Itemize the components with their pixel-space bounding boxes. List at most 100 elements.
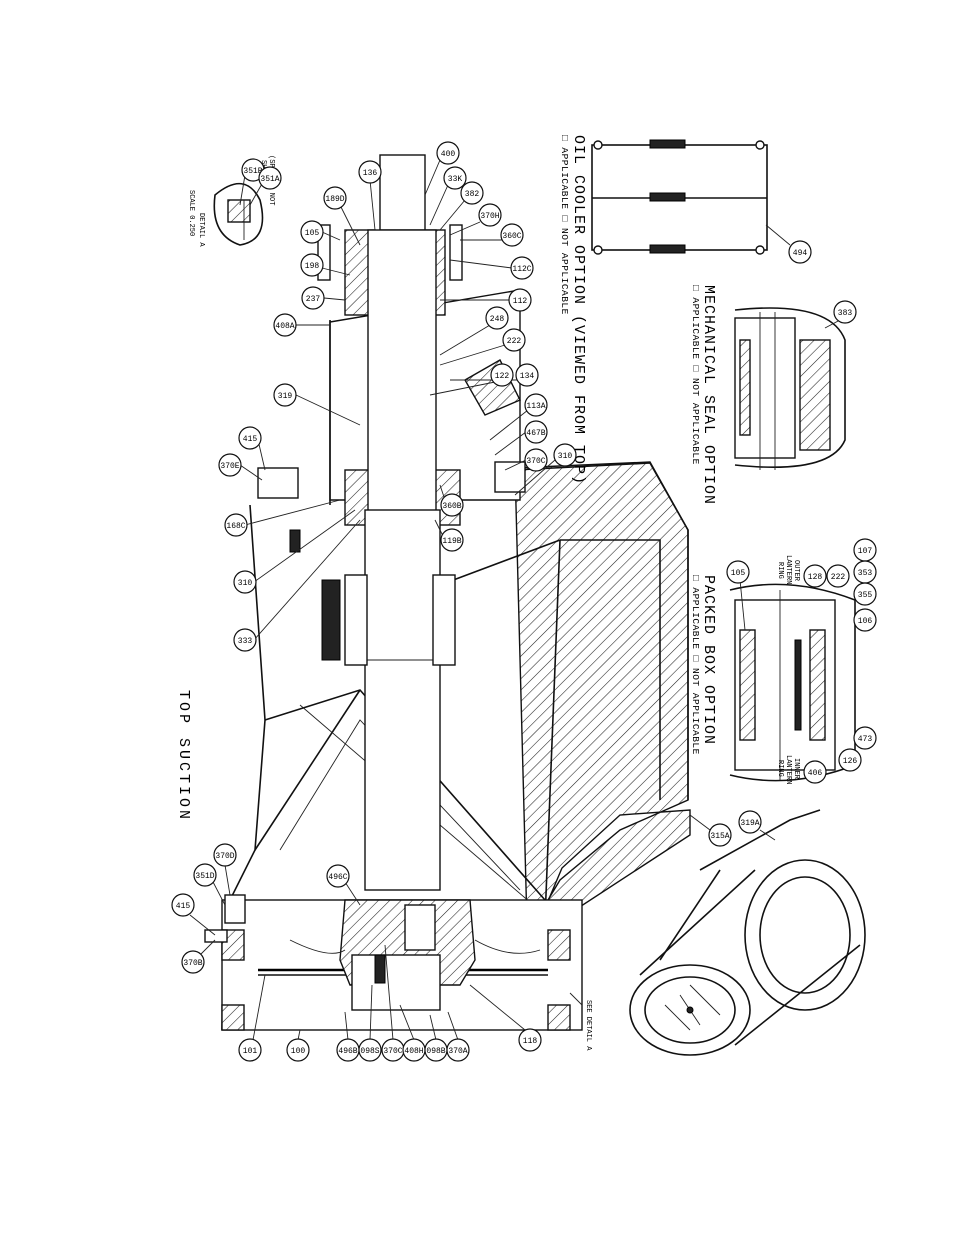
svg-text:119B: 119B: [442, 537, 461, 546]
outer-lantern-label-2: LANTERN: [784, 555, 792, 584]
outer-lantern-label-3: RING: [776, 562, 784, 579]
callout-382: 382: [439, 181, 484, 231]
svg-text:105: 105: [305, 229, 320, 238]
callout-496c: 496C: [326, 864, 361, 906]
callout-119b: 119B: [434, 519, 464, 552]
callout-355: 355: [853, 582, 877, 606]
pump-section-view: [204, 154, 691, 1031]
svg-text:370H: 370H: [480, 212, 499, 221]
shaft-end: [379, 154, 426, 231]
svg-text:136: 136: [363, 169, 378, 178]
callout-112c: 112C: [449, 256, 534, 280]
svg-text:370B: 370B: [183, 959, 202, 968]
svg-text:370D: 370D: [215, 852, 234, 861]
svg-text:370E: 370E: [220, 462, 239, 471]
svg-text:237: 237: [306, 295, 321, 304]
callout-128: 128: [803, 564, 827, 588]
svg-text:360B: 360B: [442, 502, 461, 511]
callout-113a: 113A: [489, 393, 548, 441]
svg-text:315A: 315A: [710, 832, 729, 841]
callout-353: 353: [853, 560, 877, 584]
svg-text:112: 112: [513, 297, 528, 306]
packed-box-choices: □ APPLICABLE □ NOT APPLICABLE: [690, 575, 701, 755]
svg-text:408A: 408A: [275, 322, 294, 331]
svg-text:467B: 467B: [526, 429, 545, 438]
svg-text:370C: 370C: [526, 457, 545, 466]
svg-text:360C: 360C: [502, 232, 521, 241]
svg-text:355: 355: [858, 591, 873, 600]
callout-406: 406: [803, 760, 827, 784]
callout-370d: 370D: [213, 843, 237, 896]
svg-text:098B: 098B: [426, 1047, 445, 1056]
callout-222: 222: [439, 328, 526, 366]
callout-415: 415: [238, 426, 266, 471]
svg-text:370C: 370C: [383, 1047, 402, 1056]
svg-text:222: 222: [507, 337, 522, 346]
mechanical-seal-heading: MECHANICAL SEAL OPTION: [700, 285, 717, 505]
packed-box-option: PACKED BOX OPTION □ APPLICABLE □ NOT APP…: [690, 555, 856, 784]
callout-310-top: 310: [514, 443, 577, 496]
svg-text:134: 134: [520, 372, 535, 381]
svg-text:33K: 33K: [448, 175, 463, 184]
callout-467b: 467B: [494, 420, 548, 456]
callout-360b: 360B: [439, 484, 464, 517]
callout-333: 333: [233, 519, 361, 652]
isometric-pump-view: [629, 809, 866, 1056]
callout-494: 494: [765, 224, 812, 264]
callout-319: 319: [273, 383, 361, 426]
svg-text:118: 118: [523, 1037, 538, 1046]
svg-text:098S: 098S: [360, 1047, 379, 1056]
callout-473: 473: [853, 726, 877, 750]
callout-237: 237: [301, 286, 346, 310]
callout-315a: 315A: [689, 814, 732, 847]
svg-text:351D: 351D: [195, 872, 214, 881]
svg-text:370A: 370A: [448, 1047, 467, 1056]
callout-383: 383: [824, 300, 857, 329]
svg-text:333: 333: [238, 637, 253, 646]
svg-text:189D: 189D: [325, 195, 344, 204]
detail-a-title: DETAIL A: [197, 213, 205, 247]
callout-107: 107: [853, 538, 877, 562]
oil-cooler-heading: OIL COOLER OPTION (VIEWED FROM TOP): [570, 135, 587, 485]
callout-126: 126: [838, 748, 862, 772]
svg-text:351B: 351B: [243, 167, 262, 176]
svg-text:473: 473: [858, 735, 873, 744]
svg-text:496B: 496B: [338, 1047, 357, 1056]
callout-168c: 168C: [224, 499, 341, 537]
callout-400: 400: [424, 141, 460, 196]
svg-text:353: 353: [858, 569, 873, 578]
callout-351b: 351B: [239, 158, 265, 206]
callout-351d: 351D: [193, 863, 226, 906]
svg-text:319: 319: [278, 392, 293, 401]
callout-496b: 496B: [336, 1011, 360, 1062]
callout-101: 101: [238, 974, 266, 1062]
svg-text:415: 415: [243, 435, 258, 444]
mechanical-seal-option: MECHANICAL SEAL OPTION □ APPLICABLE □ NO…: [690, 285, 846, 505]
callout-370b: 370B: [181, 939, 216, 974]
svg-text:113A: 113A: [526, 402, 545, 411]
callout-319a: 319A: [738, 810, 776, 841]
oil-cooler-choices: □ APPLICABLE □ NOT APPLICABLE: [559, 135, 570, 315]
callout-408h: 408H: [399, 1004, 426, 1062]
svg-text:310: 310: [238, 579, 253, 588]
callout-33k: 33K: [429, 166, 467, 226]
svg-text:126: 126: [843, 757, 858, 766]
callout-351a: 351A: [249, 166, 282, 206]
packed-box-heading: PACKED BOX OPTION: [700, 575, 717, 745]
callout-136: 136: [358, 160, 382, 231]
callout-189d: 189D: [323, 186, 361, 246]
callout-408a: 408A: [273, 313, 330, 337]
detail-a-scale: SCALE 0.250: [187, 190, 195, 236]
callout-310: 310: [233, 509, 356, 594]
svg-text:415: 415: [176, 902, 191, 911]
callout-105-main: 105: [300, 220, 341, 244]
svg-text:112C: 112C: [512, 265, 531, 274]
svg-text:310: 310: [558, 452, 573, 461]
svg-text:400: 400: [441, 150, 456, 159]
svg-text:100: 100: [291, 1047, 306, 1056]
callout-112: 112: [440, 288, 532, 312]
callout-134: 134: [450, 363, 539, 387]
svg-text:222: 222: [831, 573, 846, 582]
svg-text:107: 107: [858, 547, 873, 556]
